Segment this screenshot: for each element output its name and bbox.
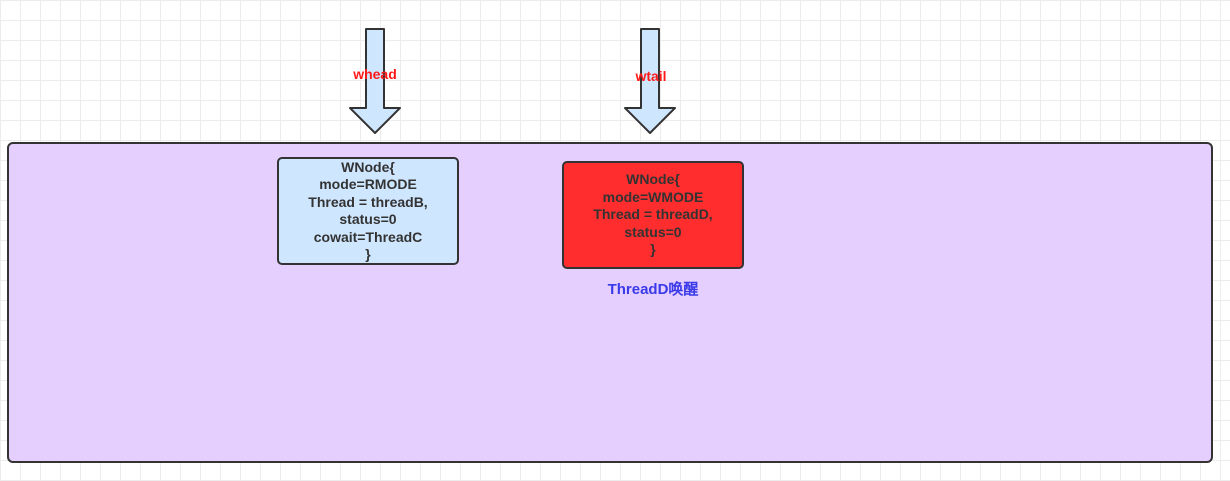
whead-arrow bbox=[349, 28, 401, 134]
whead-label: whead bbox=[353, 66, 397, 82]
wnode-line: cowait=ThreadC bbox=[313, 228, 423, 245]
wnode-line: mode=RMODE bbox=[319, 176, 417, 192]
wnode-line: Thread = threadD, bbox=[593, 206, 713, 223]
threadD-wakeup-caption: ThreadD唤醒 bbox=[607, 281, 699, 298]
wnode-threadB: WNode{ mode=RMODE Thread = threadB, stat… bbox=[277, 157, 459, 265]
wnode-line: WNode{ bbox=[626, 171, 680, 188]
wnode-line: mode=WMODE bbox=[602, 188, 704, 205]
wnode-line: } bbox=[650, 241, 656, 258]
wnode-line: WNode{ bbox=[341, 158, 395, 175]
wnode-line: Thread = threadB, bbox=[308, 193, 428, 210]
wnode-threadD: WNode{ mode=WMODE Thread = threadD, stat… bbox=[562, 161, 744, 269]
wnode-line: status=0 bbox=[624, 223, 682, 240]
wnode-line: } bbox=[365, 246, 371, 262]
wtail-label: wtail bbox=[635, 68, 667, 84]
wtail-arrow bbox=[624, 28, 676, 134]
wnode-line: status=0 bbox=[339, 211, 397, 227]
